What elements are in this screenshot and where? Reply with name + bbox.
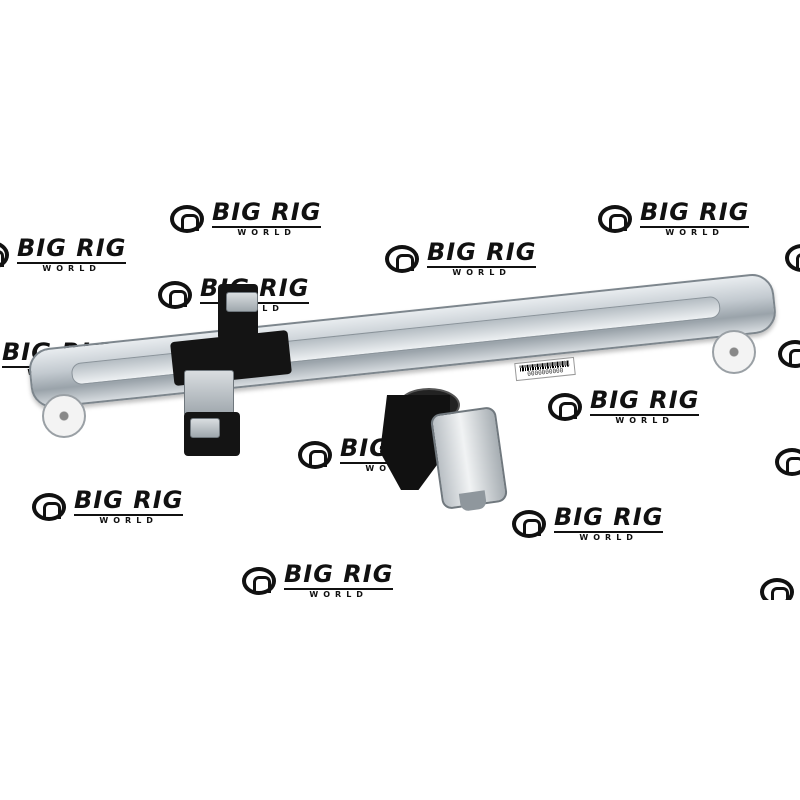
upper-clip-metal	[226, 292, 258, 312]
watermark-logo	[775, 448, 800, 476]
lower-clip-metal	[190, 418, 220, 438]
brand-mark-icon	[760, 578, 794, 600]
brand-mark-icon	[548, 392, 582, 421]
bracket-plate	[184, 370, 234, 416]
motor-cap	[458, 490, 488, 512]
watermark-logo	[785, 244, 800, 272]
brand-mark-icon	[242, 566, 276, 595]
brand-mark-icon	[598, 204, 632, 233]
rail-channel	[70, 295, 722, 386]
brand-mark-icon	[785, 244, 800, 272]
brand-mark-icon	[775, 448, 800, 476]
watermark-logo	[760, 578, 800, 600]
watermark-logo	[778, 340, 800, 368]
brand-mark-icon	[512, 509, 546, 538]
brand-mark-icon	[778, 340, 800, 368]
brand-mark-icon	[158, 280, 192, 309]
brand-mark-icon	[170, 204, 204, 233]
part-label: 0000000000	[514, 356, 576, 382]
brand-mark-icon	[32, 492, 66, 521]
upper-pulley	[712, 330, 756, 374]
regulator-rail	[26, 271, 779, 410]
lower-pulley	[42, 394, 86, 438]
brand-mark-icon	[298, 440, 332, 469]
brand-mark-icon	[385, 244, 419, 273]
